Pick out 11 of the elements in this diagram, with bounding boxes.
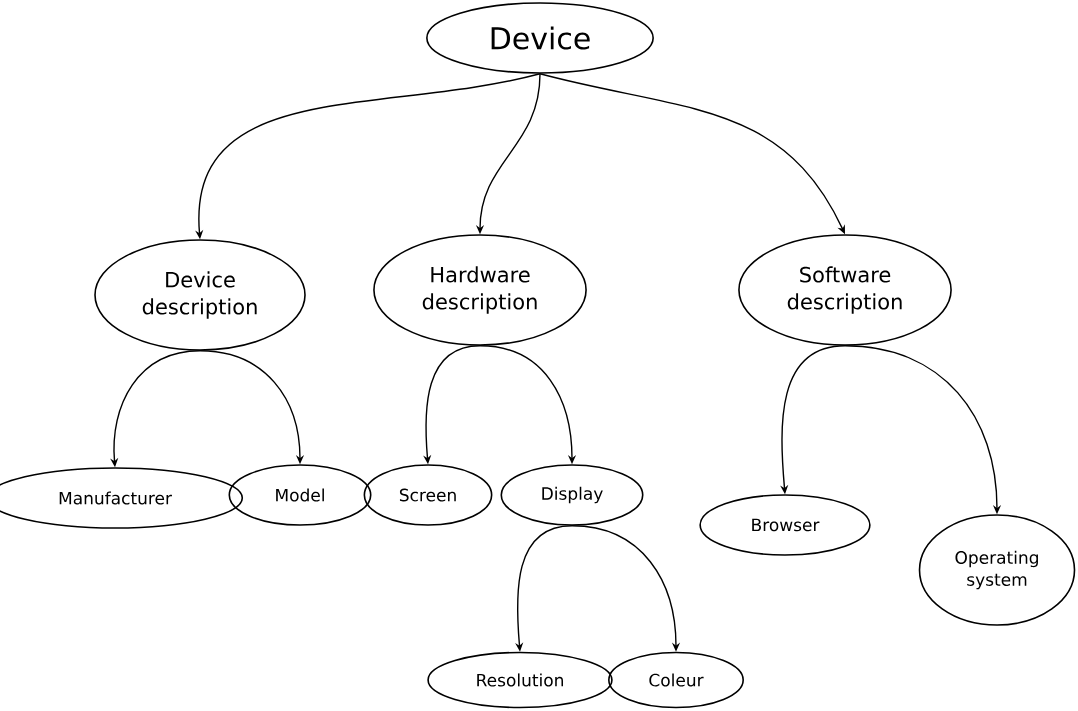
ellipse-node: Screen	[363, 464, 493, 526]
ellipse-node: Display	[500, 464, 644, 526]
ellipse-node: Device description	[94, 239, 306, 351]
ellipse-node: Operating system	[918, 514, 1076, 626]
ellipse-node: Hardware description	[373, 234, 587, 346]
ellipse-node: Model	[228, 464, 372, 526]
ellipse-node: Browser	[699, 494, 871, 556]
ellipse-node: Software description	[738, 234, 952, 346]
ellipse-node: Coleur	[608, 651, 744, 709]
ellipse-node: Device	[426, 2, 654, 74]
ellipse-node: Resolution	[427, 651, 613, 709]
